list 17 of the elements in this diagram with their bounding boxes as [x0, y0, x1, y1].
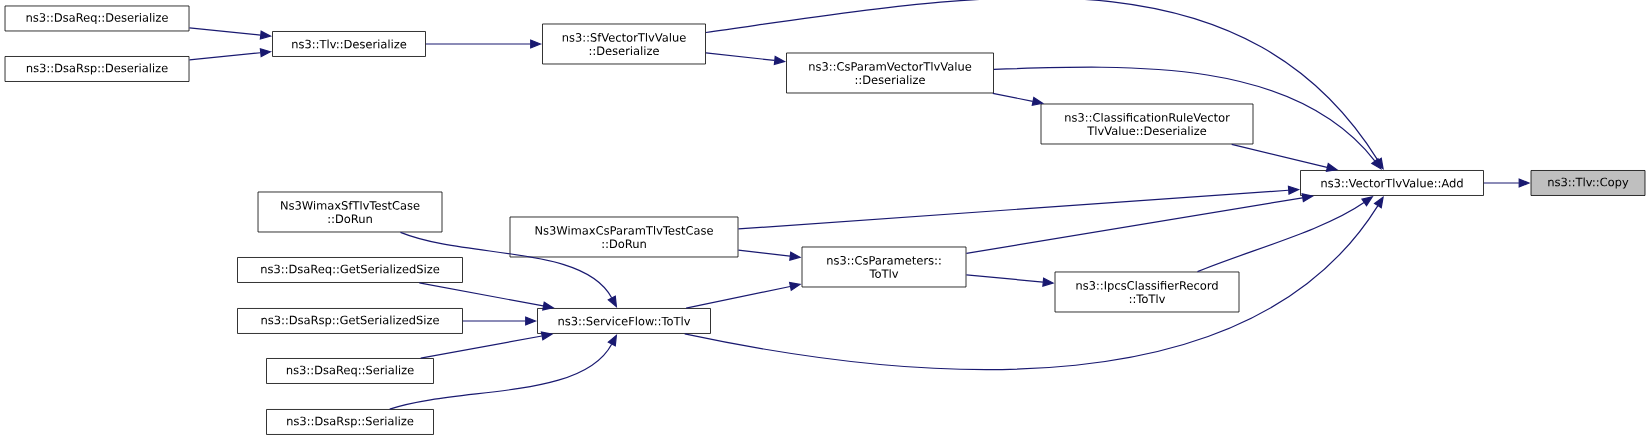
function-box: ns3::VectorTlvValue::Add	[1300, 170, 1484, 196]
function-box: ns3::Tlv::Copy	[1530, 170, 1646, 196]
function-box: Ns3WimaxCsParamTlvTestCase ::DoRun	[509, 216, 739, 258]
function-box: ns3::DsaReq::Serialize	[266, 358, 434, 384]
function-box: Ns3WimaxSfTlvTestCase ::DoRun	[257, 191, 443, 233]
function-box: ns3::SfVectorTlvValue ::Deserialize	[542, 23, 706, 65]
function-box: ns3::ServiceFlow::ToTlv	[537, 308, 711, 334]
function-box: ns3::DsaReq::GetSerializedSize	[237, 257, 463, 283]
function-box: ns3::DsaRsp::GetSerializedSize	[237, 308, 463, 334]
function-box: ns3::ClassificationRuleVector TlvValue::Deserialize	[1040, 103, 1254, 145]
function-box: ns3::DsaRsp::Serialize	[266, 409, 434, 435]
function-box: ns3::CsParameters:: ToTlv	[801, 246, 967, 288]
function-box: ns3::Tlv::Deserialize	[272, 31, 426, 57]
function-box: ns3::DsaRsp::Deserialize	[4, 56, 190, 82]
function-box: ns3::IpcsClassifierRecord ::ToTlv	[1054, 271, 1240, 313]
function-box: ns3::DsaReq::Deserialize	[4, 5, 190, 32]
function-box: ns3::CsParamVectorTlvValue ::Deserialize	[786, 52, 994, 94]
